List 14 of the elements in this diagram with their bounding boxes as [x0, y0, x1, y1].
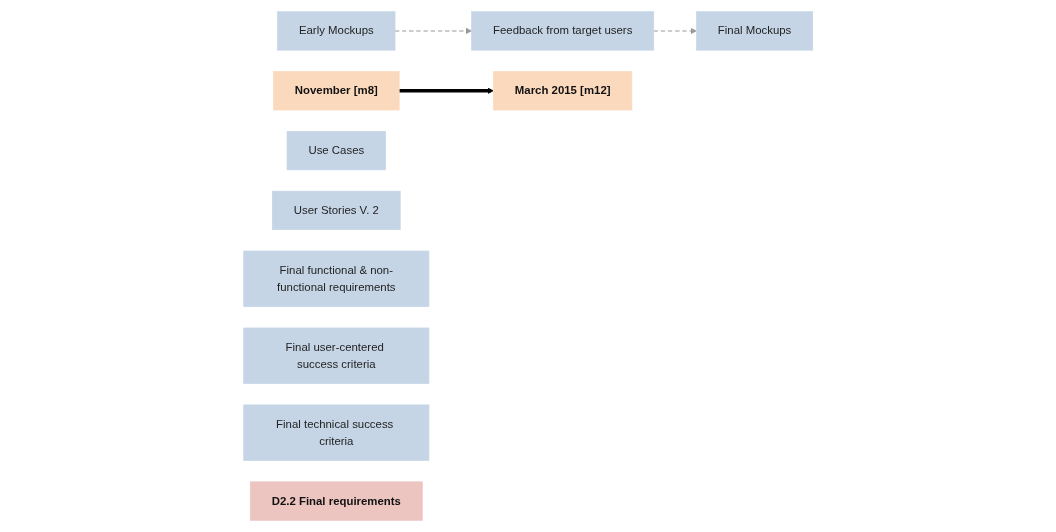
- arrow: [394, 27, 472, 35]
- node-box: March 2015 [m12]: [492, 71, 633, 111]
- node-box: User Stories V. 2: [271, 190, 401, 230]
- node-box: Final user-centered success criteria: [243, 327, 430, 384]
- arrow: [398, 87, 494, 94]
- node-box: Feedback from target users: [471, 11, 654, 51]
- node-box: Use Cases: [286, 131, 386, 171]
- node-box: Final Mockups: [695, 11, 813, 51]
- node-box: Early Mockups: [277, 11, 396, 51]
- node-box: Final technical success criteria: [243, 404, 430, 461]
- node-box: D2.2 Final requirements: [249, 481, 423, 521]
- node-box: Final functional & non-functional requirements: [243, 250, 430, 307]
- arrow: [653, 27, 697, 35]
- node-box: November [m8]: [272, 71, 400, 111]
